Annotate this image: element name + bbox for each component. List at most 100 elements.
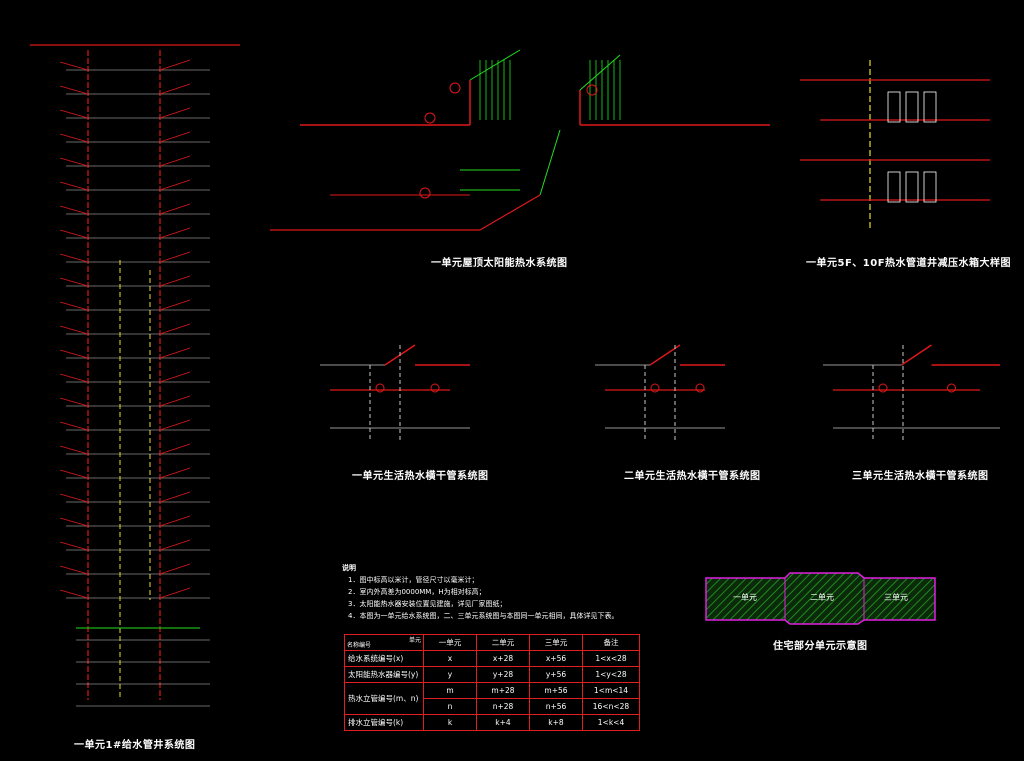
title-solar-roof: 一单元屋顶太阳能热水系统图: [431, 258, 568, 269]
table-cell-name: 排水立管编号(k): [344, 714, 424, 731]
table-cell: 16<n<28: [582, 698, 640, 715]
branch-pipe: [159, 491, 191, 503]
table-row: 热水立管编号(m、n) m m+28 m+56 1<m<14: [344, 682, 640, 715]
branch-pipe: [159, 251, 191, 263]
table-cell: k+4: [476, 714, 530, 731]
table-row: n n+28 n+56 16<n<28: [345, 698, 640, 715]
branch-pipe: [59, 445, 89, 455]
table-cell: x+56: [529, 650, 583, 667]
title-valve-detail: 一单元5F、10F热水管道井减压水箱大样图: [806, 258, 1012, 269]
branch-pipe: [59, 589, 89, 599]
branch-pipe: [159, 179, 191, 191]
valve-symbol: [586, 84, 598, 96]
branch-pipe: [159, 395, 191, 407]
unit-label-1: 一单元: [733, 593, 757, 602]
pressure-tank-symbol: [887, 171, 901, 203]
branch-diagrams: [320, 344, 1000, 440]
branch-pipe: [59, 61, 89, 71]
branch-pipe: [159, 227, 191, 239]
branch-pipe: [159, 539, 191, 551]
valve-detail-diagram: [800, 60, 990, 230]
tank-pipe: [539, 129, 561, 196]
branch-pipe: [159, 299, 191, 311]
branch-pipe: [159, 323, 191, 335]
title-branch-1: 一单元生活热水横干管系统图: [352, 471, 489, 482]
table-cell: y+28: [476, 666, 530, 683]
table-cell: n+56: [529, 698, 583, 715]
branch-pipe: [159, 59, 191, 71]
table-header-cell: 备注: [582, 634, 640, 651]
main-pipe: [901, 344, 932, 366]
collector-pipe: [579, 54, 621, 91]
note-item: 3．太阳能热水器安装位置见建施，详见厂家图纸；: [348, 600, 507, 608]
table-cell: y+56: [529, 666, 583, 683]
table-cell-name: 给水系统编号(x): [344, 650, 424, 667]
branch-pipe: [159, 371, 191, 383]
table-cell-name: 热水立管编号(m、n): [344, 682, 424, 715]
title-riser: 一单元1#给水管井系统图: [74, 740, 196, 751]
branch-pipe: [159, 83, 191, 95]
branch-pipe: [59, 493, 89, 503]
table-cell-name: 太阳能热水器编号(y): [344, 666, 424, 683]
unit-plan-diagram: [705, 572, 936, 625]
branch-pipe: [159, 419, 191, 431]
branch-pipe: [59, 349, 89, 359]
table-cell: m: [423, 682, 477, 699]
title-branch-2: 二单元生活热水横干管系统图: [624, 471, 761, 482]
branch-pipe: [59, 373, 89, 383]
table-cell: 1<k<4: [582, 714, 640, 731]
table-cell: m+56: [529, 682, 583, 699]
table-header-cell: 三单元: [529, 634, 583, 651]
branch-pipe: [59, 517, 89, 527]
main-pipe: [479, 194, 541, 231]
branch-pipe: [159, 131, 191, 143]
pressure-tank-symbol: [923, 91, 937, 123]
unit-label-2: 二单元: [810, 593, 834, 602]
title-branch-3: 三单元生活热水横干管系统图: [852, 471, 989, 482]
table-header-cell: 二单元: [476, 634, 530, 651]
table-cell: y: [423, 666, 477, 683]
table-header-cell: 一单元: [423, 634, 477, 651]
valve-symbol: [419, 187, 431, 199]
valve-symbol: [650, 383, 660, 393]
branch-pipe: [59, 421, 89, 431]
valve-symbol: [449, 82, 461, 94]
table-cell: x: [423, 650, 477, 667]
branch-pipe: [59, 469, 89, 479]
solar-roof-diagram: [270, 49, 770, 231]
valve-symbol: [375, 383, 385, 393]
table-header-row: 名称编号 单元 一单元 二单元 三单元 备注: [344, 634, 640, 651]
valve-symbol: [947, 383, 956, 393]
table-cell: 1<y<28: [582, 666, 640, 683]
branch-pipe: [159, 587, 191, 599]
branch-pipe: [59, 277, 89, 287]
table-row: 给水系统编号(x) x x+28 x+56 1<x<28: [344, 650, 640, 667]
collector-pipe: [469, 49, 521, 81]
branch-pipe: [159, 107, 191, 119]
branch-pipe: [159, 515, 191, 527]
table-cell: x+28: [476, 650, 530, 667]
riser-diagram: [30, 44, 240, 707]
branch-pipe: [59, 229, 89, 239]
branch-pipe: [159, 155, 191, 167]
title-unit-plan: 住宅部分单元示意图: [773, 641, 868, 652]
notes-block: 说明 1．图中标高以米计，管径尺寸以毫米计； 2．室内外高差为0000MM，H为…: [342, 562, 618, 622]
pressure-tank-symbol: [887, 91, 901, 123]
branch-pipe: [159, 275, 191, 287]
note-item: 2．室内外高差为0000MM，H为相对标高；: [348, 588, 486, 596]
branch-pipe: [59, 205, 89, 215]
branch-pipe: [59, 157, 89, 167]
notes-heading: 说明: [342, 564, 356, 572]
table-cell: 1<x<28: [582, 650, 640, 667]
pressure-tank-symbol: [905, 91, 919, 123]
branch-pipe: [159, 563, 191, 575]
pressure-tank-symbol: [923, 171, 937, 203]
unit-numbering-table: 名称编号 单元 一单元 二单元 三单元 备注 给水系统编号(x) x x+28 …: [344, 634, 640, 731]
branch-pipe: [59, 325, 89, 335]
note-item: 1．图中标高以米计，管径尺寸以毫米计；: [348, 576, 479, 584]
branch-pipe: [159, 347, 191, 359]
branch-pipe: [59, 253, 89, 263]
table-cell: m+28: [476, 682, 530, 699]
branch-pipe: [159, 203, 191, 215]
